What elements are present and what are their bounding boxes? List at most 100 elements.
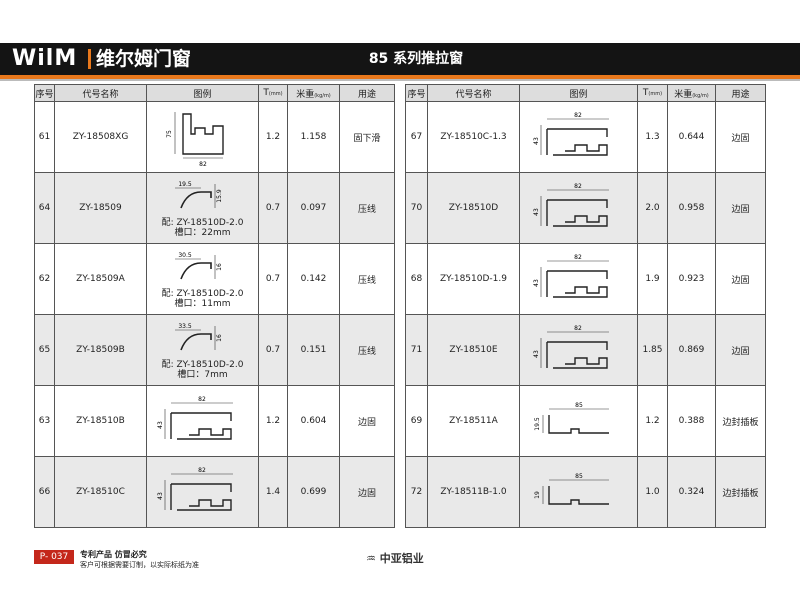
profile-drawing: 85 19.5: [534, 402, 609, 434]
cell-seq: 64: [34, 172, 55, 244]
dim-a: 82: [574, 183, 582, 190]
company-logo-icon: ♒: [366, 552, 376, 565]
header-weight: 米重(kg/m): [667, 84, 716, 102]
dim-b: 82: [199, 161, 207, 168]
cell-weight: 0.604: [287, 385, 340, 457]
cell-usage: 边封插板: [715, 385, 766, 457]
dim-b: 43: [533, 208, 540, 216]
dim-b: 15.9: [216, 189, 223, 203]
cell-thickness: 1.2: [637, 385, 668, 457]
cell-code: ZY-18509A: [54, 243, 147, 315]
dim-b: 43: [157, 421, 164, 429]
brand-logo: WilM: [12, 46, 78, 71]
cell-thickness: 0.7: [258, 172, 288, 244]
header-thickness: T(mm): [258, 84, 288, 102]
cell-code: ZY-18508XG: [54, 101, 147, 173]
drawing-note: 配: ZY-18510D-2.0: [161, 289, 244, 299]
cell-drawing: 82 43: [519, 172, 638, 244]
cell-thickness: 1.4: [258, 456, 288, 528]
cell-usage: 压线: [339, 314, 395, 386]
cell-code: ZY-18510C: [54, 456, 147, 528]
cell-seq: 66: [34, 456, 55, 528]
header-usage: 用途: [339, 84, 395, 102]
header-usage: 用途: [715, 84, 766, 102]
drawing-note: 配: ZY-18510D-2.0: [161, 218, 244, 228]
cell-seq: 71: [405, 314, 428, 386]
cell-seq: 63: [34, 385, 55, 457]
header-code: 代号名称: [54, 84, 147, 102]
dim-a: 85: [575, 402, 583, 409]
page-number-badge: P- 037: [34, 550, 74, 564]
dim-a: 30.5: [178, 252, 192, 259]
cell-usage: 固下滑: [339, 101, 395, 173]
cell-usage: 边固: [339, 385, 395, 457]
cell-seq: 69: [405, 385, 428, 457]
cell-weight: 0.151: [287, 314, 340, 386]
cell-code: ZY-18511B-1.0: [427, 456, 520, 528]
header-weight: 米重(kg/m): [287, 84, 340, 102]
cell-thickness: 2.0: [637, 172, 668, 244]
cell-code: ZY-18509: [54, 172, 147, 244]
cell-thickness: 1.9: [637, 243, 668, 315]
cell-seq: 70: [405, 172, 428, 244]
accent-stripe: [0, 75, 800, 79]
brand-name: 维尔姆门窗: [96, 48, 192, 70]
dim-b: 16: [216, 334, 223, 342]
cell-code: ZY-18510B: [54, 385, 147, 457]
cell-code: ZY-18511A: [427, 385, 520, 457]
profile-drawing: 19.515.9: [174, 181, 223, 209]
cell-thickness: 0.7: [258, 243, 288, 315]
table-header-row: 序号 代号名称 图例 T(mm) 米重(kg/m) 用途: [34, 84, 395, 102]
cell-seq: 61: [34, 101, 55, 173]
cell-usage: 压线: [339, 243, 395, 315]
cell-thickness: 1.3: [637, 101, 668, 173]
drawing-note: 槽口：11mm: [174, 299, 231, 309]
dim-b: 19.5: [534, 417, 541, 431]
drawing-note: 配: ZY-18510D-2.0: [161, 360, 244, 370]
cell-seq: 62: [34, 243, 55, 315]
company-logo: ♒ 中亚铝业: [366, 552, 424, 565]
dim-a: 82: [198, 467, 206, 474]
drawing-note: 槽口：22mm: [174, 228, 231, 238]
cell-seq: 72: [405, 456, 428, 528]
cell-code: ZY-18510E: [427, 314, 520, 386]
logo-separator: [88, 49, 91, 69]
header-drawing: 图例: [519, 84, 638, 102]
cell-weight: 0.869: [667, 314, 716, 386]
cell-weight: 0.923: [667, 243, 716, 315]
dim-b: 16: [216, 263, 223, 271]
dim-b: 19: [534, 491, 541, 499]
header-bar: WilM 维尔姆门窗 85 系列推拉窗: [0, 43, 800, 81]
header-seq: 序号: [405, 84, 428, 102]
cell-weight: 0.324: [667, 456, 716, 528]
dim-a: 82: [574, 325, 582, 332]
cell-weight: 0.097: [287, 172, 340, 244]
cell-weight: 0.699: [287, 456, 340, 528]
cell-usage: 边固: [715, 243, 766, 315]
cell-weight: 0.958: [667, 172, 716, 244]
